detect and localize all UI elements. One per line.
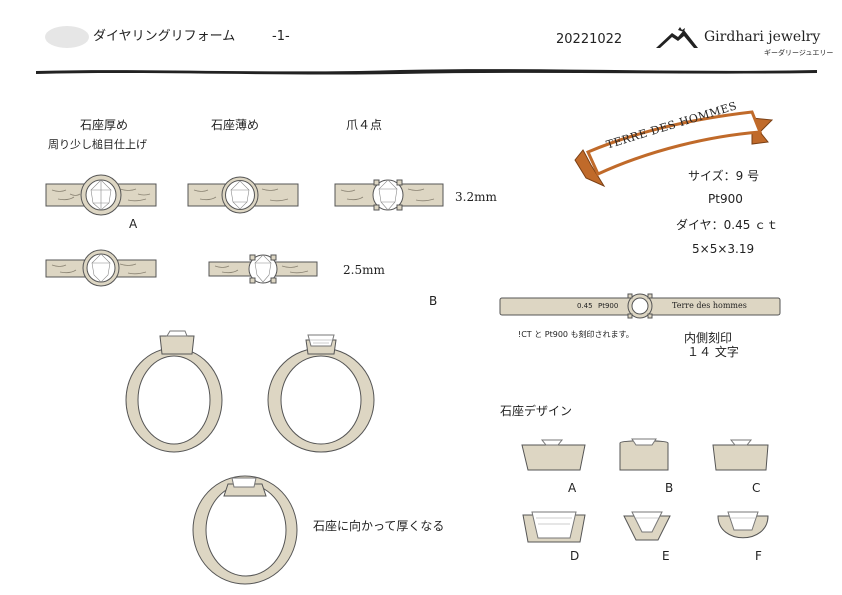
engraving-bar <box>499 293 781 319</box>
setting-label-b: B <box>665 481 674 495</box>
spec-dims: 5×5×3.19 <box>692 242 755 256</box>
spec-diamond: ダイヤ：0.45 ｃｔ <box>676 218 779 232</box>
column-label-prong: 爪４点 <box>346 118 383 132</box>
setting-design-f <box>717 511 769 539</box>
setting-design-c <box>712 439 769 471</box>
brand-logo-icon <box>656 27 698 48</box>
setting-design-a <box>521 439 586 471</box>
setting-section-title: 石座デザイン <box>500 404 573 418</box>
engraving-left-metal: Pt900 <box>598 302 619 310</box>
brand-banner <box>574 110 774 188</box>
setting-label-c: C <box>752 481 761 495</box>
ring-band-prong-narrow <box>208 254 318 284</box>
ring-band-prong-top <box>334 179 444 211</box>
width-label-32: 3.2mm <box>455 190 497 204</box>
spec-metal: Pt900 <box>708 192 743 206</box>
thicker-note: 石座に向かって厚くなる <box>313 519 445 533</box>
ring-band-a-narrow <box>45 249 157 287</box>
ring-band-b-top <box>187 176 299 214</box>
ring-band-a-top <box>45 174 157 216</box>
spec-size: サイズ：9 号 <box>688 169 760 183</box>
setting-design-e <box>623 511 671 541</box>
engraving-count: １４ 文字 <box>687 345 739 359</box>
engraving-title: 内側刻印 <box>684 331 733 345</box>
brand-name: Girdhari jewelry <box>704 29 821 45</box>
engraving-note: !CT と Pt900 も刻印されます。 <box>518 330 634 339</box>
setting-label-d: D <box>570 549 580 563</box>
header-rule <box>36 69 817 75</box>
document-title: ダイヤリングリフォーム <box>93 29 236 44</box>
setting-label-f: F <box>755 549 762 563</box>
setting-label-a: A <box>568 481 577 495</box>
ring-side-view-1 <box>125 330 223 453</box>
label-b: B <box>429 294 438 308</box>
label-a: A <box>129 217 138 231</box>
page-number: -1- <box>272 29 290 44</box>
column-label-thin: 石座薄め <box>211 118 260 132</box>
width-label-25: 2.5mm <box>343 263 385 277</box>
redacted-name-blot <box>45 26 89 48</box>
setting-label-e: E <box>662 549 670 563</box>
column-label-thick: 石座厚め <box>80 118 129 132</box>
column-note-thick: 周り少し槌目仕上げ <box>48 138 147 151</box>
brand-subname: ギーダリージュエリー <box>764 49 834 57</box>
ring-side-view-2 <box>267 334 375 453</box>
setting-design-b <box>619 438 669 471</box>
setting-design-d <box>522 511 586 543</box>
engraving-left-weight: 0.45 <box>577 302 593 310</box>
ring-side-view-thicker <box>192 475 298 585</box>
document-date: 20221022 <box>556 32 623 47</box>
engraving-right-text: Terre des hommes <box>672 301 747 310</box>
